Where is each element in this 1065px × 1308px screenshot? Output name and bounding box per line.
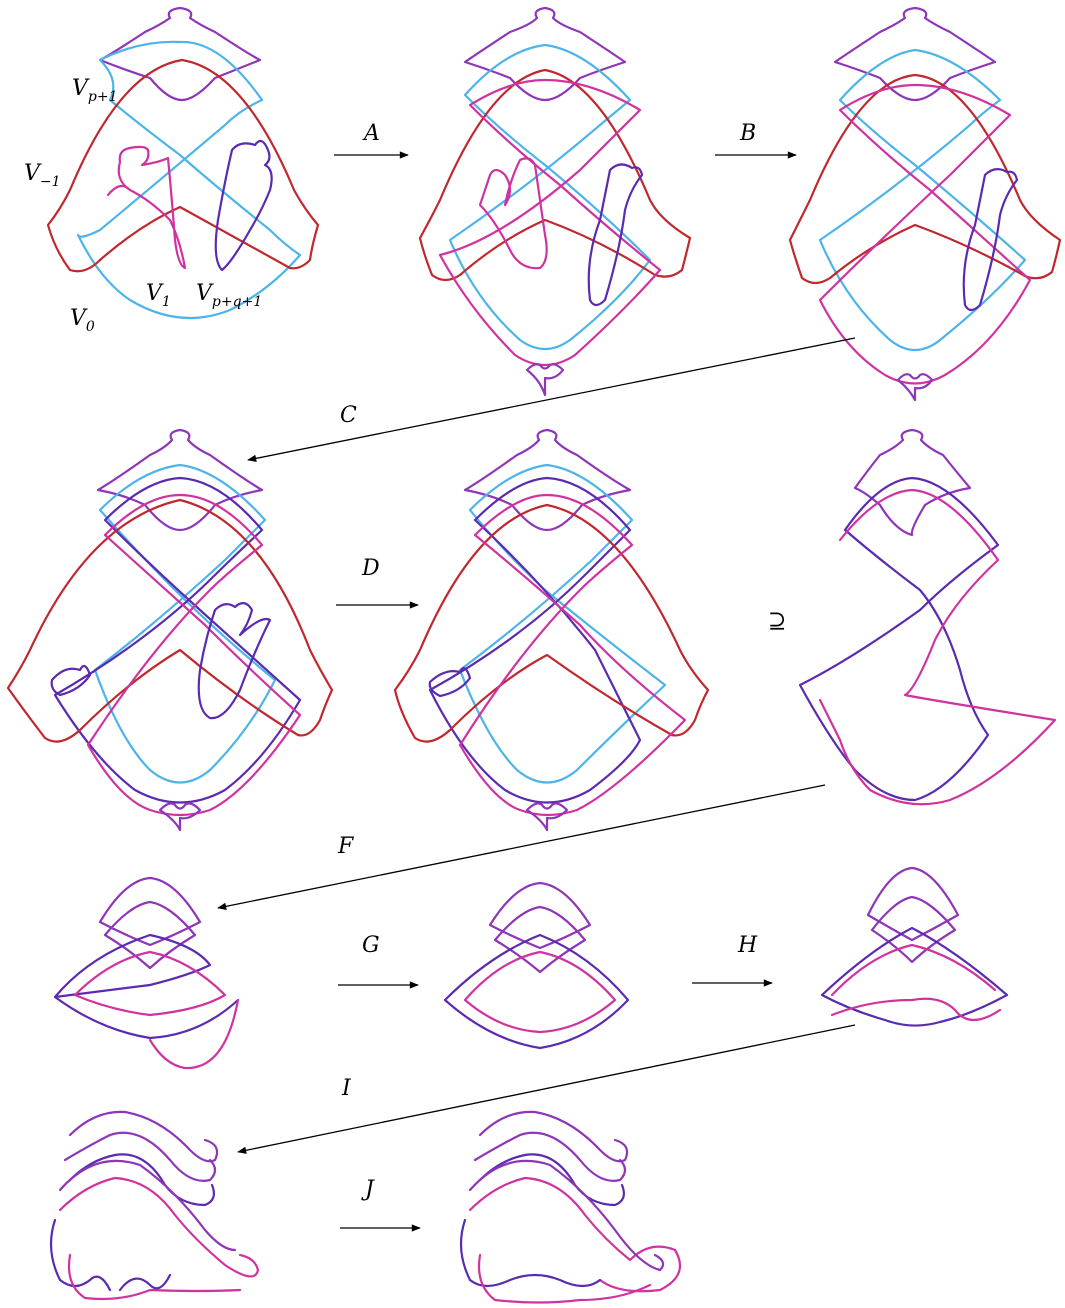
label-v-p1: V — [72, 76, 90, 101]
svg-text:V−1: V−1 — [24, 161, 61, 190]
svg-text:V0: V0 — [70, 306, 95, 335]
label-v-1-subscript: 1 — [162, 294, 171, 310]
panel-2-front-diagram — [418, 6, 692, 397]
supseteq-symbol: ⊇ — [768, 609, 786, 634]
panel-5-front-diagram — [393, 428, 710, 832]
label-v-minus1: V — [24, 161, 42, 186]
arrow-g-label: G — [362, 933, 380, 958]
arrow-j-label: J — [361, 1177, 375, 1202]
label-v-1: V — [146, 281, 164, 306]
arrow-h-label: H — [737, 933, 758, 958]
svg-text:Vp+q+1: Vp+q+1 — [196, 281, 262, 310]
panel-11-knot-diagram — [459, 1110, 682, 1304]
panel-6-front-diagram — [798, 428, 1057, 806]
arrow-d-label: D — [361, 556, 380, 581]
panel-8-front-diagram — [443, 881, 630, 1050]
label-v-0: V — [70, 306, 88, 331]
arrow-c-label: C — [340, 403, 357, 428]
svg-text:V1: V1 — [146, 281, 171, 310]
panel-4-front-diagram — [6, 428, 334, 832]
arrow-i-label: I — [341, 1076, 352, 1101]
svg-text:Vp+1: Vp+1 — [72, 76, 118, 105]
arrow-f-label: F — [337, 834, 354, 859]
panel-1-front-diagram: Vp+1 V−1 V1 Vp+q+1 V0 — [24, 6, 320, 335]
label-v-minus1-subscript: −1 — [40, 174, 61, 190]
label-v-pq1: V — [196, 281, 214, 306]
arrow-c — [247, 337, 856, 462]
arrow-b-label: B — [739, 121, 756, 146]
arrow-i — [237, 1024, 856, 1154]
arrow-a-label: A — [362, 121, 380, 146]
label-v-p1-subscript: p+1 — [88, 89, 118, 105]
label-v-0-subscript: 0 — [86, 319, 95, 335]
panel-9-front-diagram — [820, 866, 1009, 1027]
panel-3-front-diagram — [788, 6, 1062, 402]
panel-10-knot-diagram — [49, 1110, 260, 1301]
arrow-f — [217, 784, 826, 910]
panel-7-front-diagram — [53, 876, 240, 1070]
label-v-pq1-subscript: p+q+1 — [212, 294, 262, 310]
